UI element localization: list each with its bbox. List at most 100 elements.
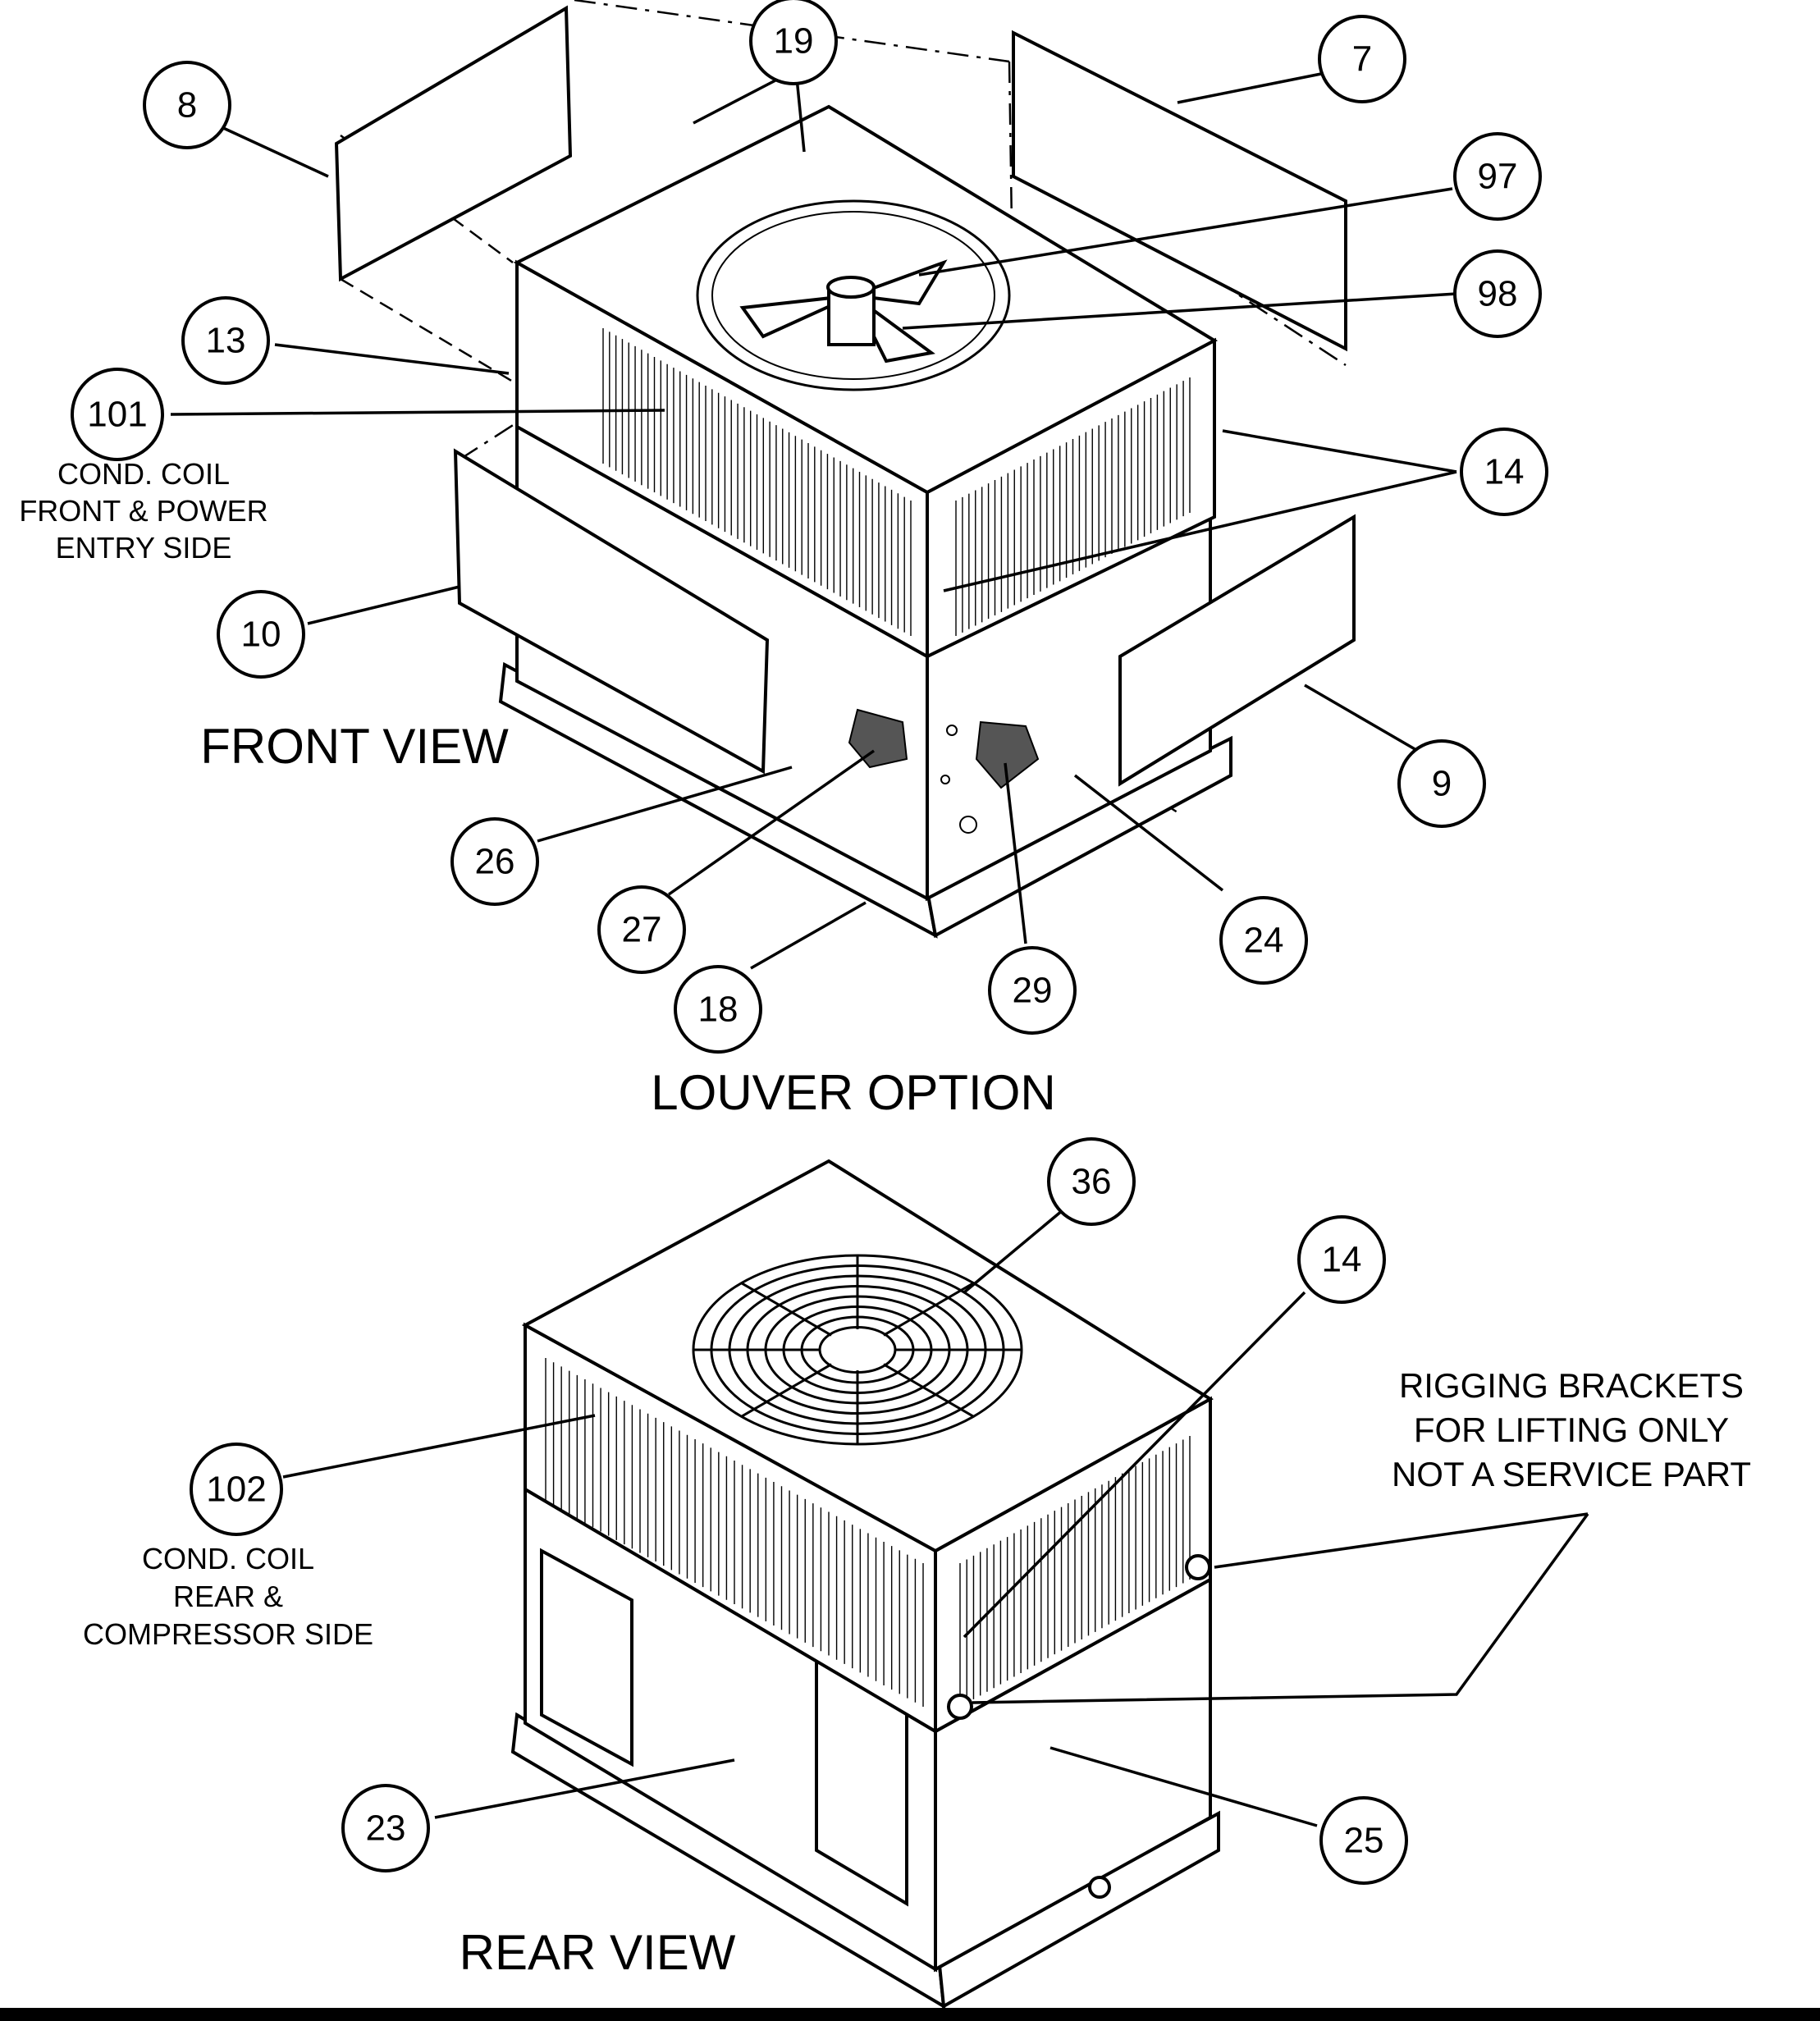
leader-18 xyxy=(750,901,867,970)
leader-26 xyxy=(537,766,793,843)
leader-14b xyxy=(963,1291,1306,1639)
drain-fitting xyxy=(1088,1876,1111,1899)
callout-19: 19 xyxy=(749,0,838,85)
callout-10: 10 xyxy=(217,590,305,679)
callout-label: 102 xyxy=(206,1470,266,1510)
leader-101 xyxy=(170,409,665,416)
note-line: ENTRY SIDE xyxy=(56,531,232,565)
callout-7: 7 xyxy=(1318,15,1406,103)
louver-panel-7 xyxy=(1012,30,1347,352)
callout-29: 29 xyxy=(988,946,1077,1035)
note-line: COND. COIL xyxy=(57,457,230,491)
leader-25 xyxy=(1049,1746,1318,1827)
callout-label: 98 xyxy=(1478,274,1518,314)
leader-24 xyxy=(1073,774,1224,892)
fan-blade-assembly xyxy=(739,259,948,364)
leader-23 xyxy=(434,1758,735,1819)
callout-label: 8 xyxy=(177,85,197,126)
fan-motor-cap xyxy=(826,276,876,299)
condenser-coil-front: (function(){ var g = document.currentScr… xyxy=(602,328,912,636)
leader-97 xyxy=(918,187,1453,277)
louver-panel-9 xyxy=(1118,514,1356,787)
callout-9: 9 xyxy=(1397,739,1486,828)
note-rigging-brackets: RIGGING BRACKETS FOR LIFTING ONLY NOT A … xyxy=(1392,1366,1751,1493)
leader-10 xyxy=(307,585,460,625)
callout-98: 98 xyxy=(1453,249,1542,338)
leader-14a-2 xyxy=(943,470,1457,592)
knockout-hole xyxy=(946,725,958,736)
rear-view-unit: (function(){ var g = document.currentScr… xyxy=(510,1159,1220,2010)
callout-group: 19 8 7 97 98 13 101 14 10 9 26 27 24 29 … xyxy=(71,0,1548,1885)
callout-101: 101 xyxy=(71,368,164,461)
knockout-hole xyxy=(959,816,977,834)
leader-9 xyxy=(1304,684,1433,761)
callout-label: 9 xyxy=(1432,764,1452,804)
note-line: RIGGING BRACKETS xyxy=(1399,1366,1744,1405)
leader-rigging-2 xyxy=(972,1512,1589,1704)
leader-102 xyxy=(282,1414,596,1479)
note-line: COMPRESSOR SIDE xyxy=(83,1617,373,1651)
callout-8: 8 xyxy=(143,61,231,149)
note-line: COND. COIL xyxy=(142,1542,314,1575)
leader-8 xyxy=(221,126,329,178)
leader-14a xyxy=(1222,429,1457,473)
callout-13: 13 xyxy=(181,296,270,385)
panel-10 xyxy=(453,448,770,775)
rear-coil-side: (function(){ var g = document.currentScr… xyxy=(959,1436,1191,1707)
rear-view-title: REAR VIEW xyxy=(460,1925,736,1980)
callout-label: 97 xyxy=(1478,157,1518,197)
front-view-title: FRONT VIEW xyxy=(200,719,509,774)
callout-14a: 14 xyxy=(1460,428,1548,516)
fan-blade xyxy=(853,259,948,306)
guard-spoke xyxy=(740,1282,832,1337)
leader-98 xyxy=(902,292,1457,330)
callout-label: 14 xyxy=(1484,452,1525,492)
leader-7 xyxy=(1177,72,1322,104)
louver-option-title: LOUVER OPTION xyxy=(651,1065,1055,1120)
guide-line xyxy=(1214,277,1347,367)
access-opening-left xyxy=(540,1548,633,1767)
leader-27 xyxy=(667,749,876,896)
note-line: FRONT & POWER xyxy=(19,494,268,528)
callout-label: 26 xyxy=(475,842,515,882)
callout-23: 23 xyxy=(341,1784,430,1872)
fan-guard: (function(){ var g = document.currentScr… xyxy=(692,1254,1023,1446)
callout-36: 36 xyxy=(1047,1137,1136,1226)
rear-top-cover xyxy=(521,1159,1214,1553)
guide-line xyxy=(340,277,514,383)
callout-label: 23 xyxy=(366,1808,406,1849)
note-line: FOR LIFTING ONLY xyxy=(1414,1411,1729,1449)
louver-panel-10 xyxy=(453,448,770,775)
grille-plate-29 xyxy=(975,720,1040,789)
callout-label: 25 xyxy=(1344,1821,1384,1861)
callout-label: 19 xyxy=(774,21,814,62)
callout-27: 27 xyxy=(597,885,686,974)
fan-blade xyxy=(739,294,854,339)
callout-97: 97 xyxy=(1453,132,1542,221)
callout-label: 18 xyxy=(698,990,739,1030)
callout-label: 14 xyxy=(1322,1240,1362,1280)
panel-9 xyxy=(1118,514,1356,787)
callout-24: 24 xyxy=(1219,896,1308,985)
leader-lines xyxy=(170,68,1589,1827)
callout-26: 26 xyxy=(450,817,539,906)
note-cond-coil-front: COND. COIL FRONT & POWER ENTRY SIDE xyxy=(19,457,268,565)
leader-13 xyxy=(274,343,510,375)
louver-panel-8 xyxy=(334,5,573,282)
callout-label: 27 xyxy=(622,910,662,950)
rigging-bracket xyxy=(947,1694,973,1720)
callout-102: 102 xyxy=(190,1443,283,1536)
note-line: NOT A SERVICE PART xyxy=(1392,1455,1751,1493)
callout-label: 13 xyxy=(206,321,246,361)
callout-18: 18 xyxy=(674,965,762,1054)
panel-7 xyxy=(1012,30,1347,352)
callout-label: 101 xyxy=(87,395,147,435)
callout-label: 10 xyxy=(241,615,281,655)
leader-36 xyxy=(963,1209,1064,1294)
callout-label: 7 xyxy=(1352,39,1372,80)
fan-orifice-inner xyxy=(711,211,995,380)
leader-29 xyxy=(1004,762,1027,944)
callout-label: 36 xyxy=(1072,1162,1112,1202)
callout-25: 25 xyxy=(1319,1796,1408,1885)
